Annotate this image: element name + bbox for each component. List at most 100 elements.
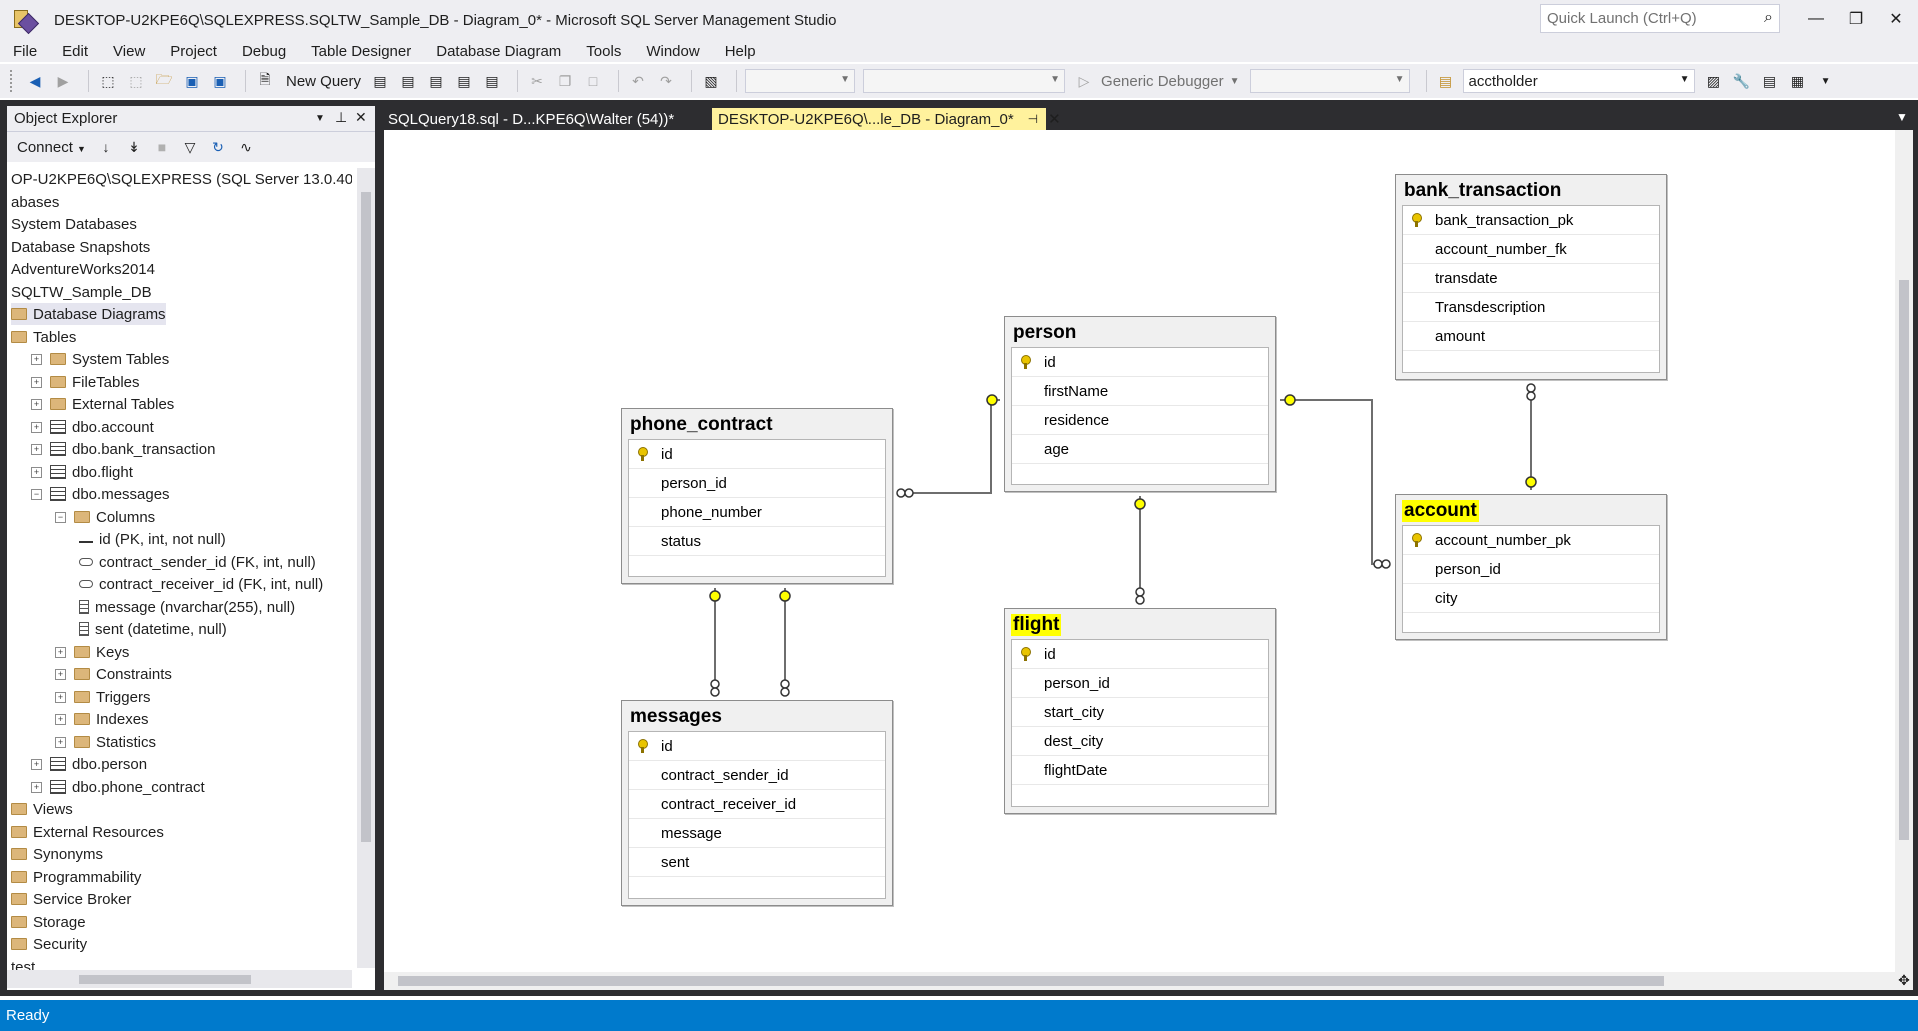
object-explorer-vertical-scrollbar[interactable]	[357, 168, 375, 968]
expand-icon[interactable]: +	[31, 781, 42, 793]
table-title[interactable]: flight	[1011, 614, 1062, 636]
expand-icon[interactable]: +	[31, 466, 42, 478]
tree-node[interactable]: AdventureWorks2014	[11, 258, 155, 280]
expand-icon[interactable]: +	[55, 646, 66, 658]
table-title[interactable]: messages	[630, 706, 722, 727]
table-title[interactable]: account	[1402, 500, 1479, 522]
open-file-icon[interactable]: 🗁	[155, 71, 173, 87]
tree-node[interactable]: message (nvarchar(255), null)	[79, 596, 295, 618]
table-title[interactable]: phone_contract	[630, 414, 773, 435]
tree-node[interactable]: contract_sender_id (FK, int, null)	[79, 551, 316, 573]
disconnect-icon[interactable]: ↡	[128, 138, 140, 155]
refresh-icon[interactable]: ↻	[212, 138, 224, 155]
tree-node[interactable]: +Indexes	[55, 708, 149, 730]
column-row[interactable]: age	[1012, 435, 1268, 464]
tree-node[interactable]: +dbo.phone_contract	[31, 776, 205, 798]
forward-icon[interactable]: ▶	[57, 72, 69, 89]
tree-node[interactable]: id (PK, int, not null)	[79, 528, 226, 550]
expand-icon[interactable]: +	[31, 376, 42, 388]
add-item-icon[interactable]: ⬚	[129, 72, 143, 89]
relationship-line-account-person[interactable]	[1280, 399, 1389, 565]
column-row[interactable]: residence	[1012, 406, 1268, 435]
tree-node[interactable]: Views	[11, 798, 73, 820]
column-row[interactable]: sent	[629, 848, 885, 877]
solution-platform-combo[interactable]: ▼	[863, 69, 1066, 93]
pin-icon[interactable]: ⊣	[1027, 112, 1039, 126]
search-icon[interactable]: ⌕	[1764, 9, 1773, 26]
menu-debug[interactable]: Debug	[241, 42, 287, 60]
expand-icon[interactable]: +	[55, 691, 66, 703]
restore-button[interactable]: ❐	[1848, 11, 1864, 28]
connect-button[interactable]: Connect ▼	[17, 139, 86, 156]
close-icon[interactable]: ✕	[1048, 111, 1061, 128]
column-row[interactable]: account_number_pk	[1403, 526, 1659, 555]
dax-query-icon[interactable]: ▤	[485, 72, 499, 89]
connect-icon[interactable]: ↓	[102, 139, 110, 155]
menu-help[interactable]: Help	[724, 42, 756, 60]
quick-launch-input[interactable]: Quick Launch (Ctrl+Q) ⌕	[1540, 4, 1780, 33]
xmla-query-icon[interactable]: ▤	[457, 72, 471, 89]
undo-icon[interactable]: ↶	[632, 72, 644, 89]
tree-node[interactable]: OP-U2KPE6Q\SQLEXPRESS (SQL Server 13.0.4…	[11, 168, 352, 190]
column-row[interactable]: start_city	[1012, 698, 1268, 727]
generic-debugger-button[interactable]: ▷ Generic Debugger ▼	[1073, 70, 1240, 92]
collapse-icon[interactable]: −	[55, 511, 66, 523]
expand-icon[interactable]: +	[31, 758, 42, 770]
tree-node[interactable]: Storage	[11, 911, 86, 933]
tree-node[interactable]: sent (datetime, null)	[79, 618, 227, 640]
menu-edit[interactable]: Edit	[62, 42, 89, 60]
tree-node[interactable]: +Constraints	[55, 663, 172, 685]
tree-node[interactable]: +dbo.person	[31, 753, 147, 775]
expand-icon[interactable]: +	[31, 398, 42, 410]
debug-target-combo[interactable]: ▼	[1249, 69, 1410, 93]
activity-icon[interactable]: ∿	[240, 138, 252, 155]
column-row[interactable]: id	[629, 440, 885, 469]
scrollbar-thumb[interactable]	[361, 192, 371, 842]
column-row[interactable]: person_id	[629, 469, 885, 498]
menu-tools[interactable]: Tools	[586, 42, 622, 60]
column-row[interactable]: bank_transaction_pk	[1403, 206, 1659, 235]
new-query-button[interactable]: 🗎 New Query	[254, 70, 361, 92]
tree-node[interactable]: +Statistics	[55, 731, 156, 753]
back-icon[interactable]: ◀	[29, 72, 41, 89]
tree-node[interactable]: Synonyms	[11, 843, 103, 865]
window-layout-icon[interactable]: ▦	[1790, 72, 1805, 89]
redo-icon[interactable]: ↷	[660, 72, 672, 89]
menu-project[interactable]: Project	[170, 42, 217, 60]
column-row[interactable]: status	[629, 527, 885, 556]
dmx-query-icon[interactable]: ▤	[429, 72, 443, 89]
close-icon[interactable]: ✕	[355, 109, 367, 125]
tree-node[interactable]: −Columns	[55, 506, 155, 528]
pin-icon[interactable]: ⊥	[335, 109, 348, 125]
properties-icon[interactable]: ▨	[1706, 72, 1721, 89]
scrollbar-thumb[interactable]	[398, 976, 1664, 986]
object-explorer-horizontal-scrollbar[interactable]	[7, 970, 352, 988]
column-row[interactable]: person_id	[1403, 555, 1659, 584]
tree-node[interactable]: +System Tables	[31, 348, 169, 370]
column-row[interactable]: Transdescription	[1403, 293, 1659, 322]
diagram-horizontal-scrollbar[interactable]	[384, 972, 1895, 990]
diagram-vertical-scrollbar[interactable]	[1895, 130, 1913, 972]
tree-node[interactable]: +FileTables	[31, 371, 140, 393]
stop-icon[interactable]: ■	[157, 139, 167, 155]
solution-configuration-combo[interactable]: ▼	[745, 69, 856, 93]
menu-file[interactable]: File	[13, 42, 38, 60]
expand-icon[interactable]: +	[31, 443, 42, 455]
menu-table-designer[interactable]: Table Designer	[311, 42, 412, 60]
expand-icon[interactable]: +	[31, 353, 42, 365]
available-databases-combo[interactable]: acctholder ▼	[1462, 69, 1695, 93]
expand-icon[interactable]: +	[55, 713, 66, 725]
column-row[interactable]: account_number_fk	[1403, 235, 1659, 264]
tree-node[interactable]: −dbo.messages	[31, 483, 170, 505]
move-icon[interactable]: ✥	[1895, 972, 1913, 990]
close-button[interactable]: ✕	[1889, 11, 1903, 28]
tree-node[interactable]: System Databases	[11, 213, 137, 235]
copy-icon[interactable]: ❐	[558, 72, 572, 89]
tree-node[interactable]: +dbo.bank_transaction	[31, 438, 215, 460]
